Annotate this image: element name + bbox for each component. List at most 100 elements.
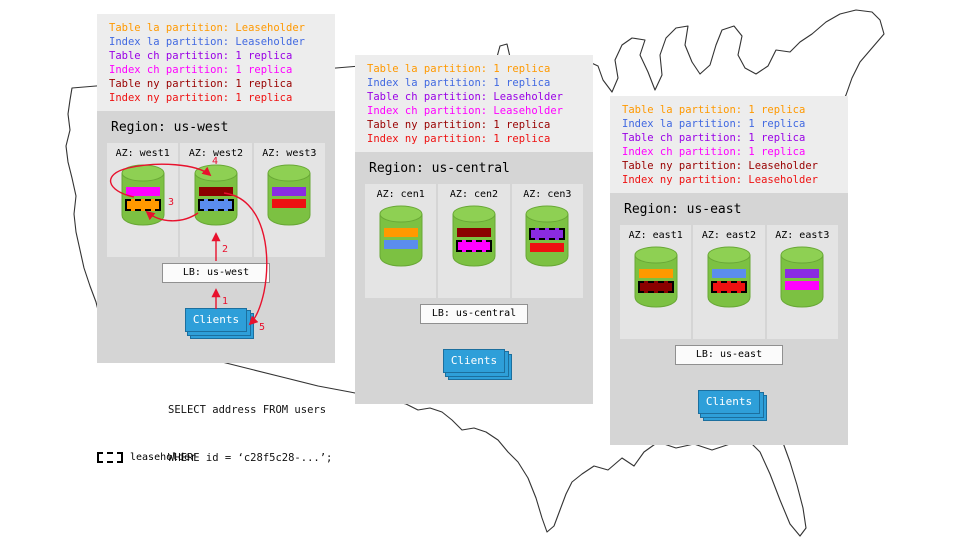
legend-line: Index ch partition: 1 replica xyxy=(622,146,806,158)
az-east3: AZ: east3 xyxy=(766,225,838,339)
sql-line-1: SELECT address FROM users xyxy=(168,404,327,416)
legend-line: Index la partition: 1 replica xyxy=(367,77,551,89)
sql-line-2: WHERE id = ‘c28f5c28-...’; xyxy=(168,452,333,464)
legend-line: Index la partition: 1 replica xyxy=(622,118,806,130)
partition-bars xyxy=(451,228,497,252)
legend-line: Index ch partition: 1 replica xyxy=(109,64,293,76)
az-label: AZ: east2 xyxy=(701,230,757,241)
region-panel-us-west: Region: us-west AZ: west1 AZ: west2 xyxy=(97,111,335,363)
partition-bar-replica xyxy=(198,187,233,196)
partition-bars xyxy=(524,228,570,252)
legend-line: Table la partition: 1 replica xyxy=(622,104,806,116)
leaseholder-dashed-swatch-icon xyxy=(97,452,123,463)
partition-bars xyxy=(633,269,679,293)
database-cylinder xyxy=(451,204,497,268)
partition-bar-replica xyxy=(383,240,418,249)
az-label: AZ: cen3 xyxy=(523,189,572,200)
leaseholder-key-label: leaseholder xyxy=(130,452,197,463)
partition-bar-replica xyxy=(785,269,820,278)
az-label: AZ: west2 xyxy=(188,148,244,159)
az-label: AZ: west1 xyxy=(115,148,170,159)
partition-bar-leaseholder xyxy=(124,199,161,211)
partition-bars xyxy=(378,228,424,249)
legend-line: Table ny partition: 1 replica xyxy=(109,78,293,90)
partition-bar-leaseholder xyxy=(710,281,747,293)
az-label: AZ: east3 xyxy=(775,230,830,241)
cylinder-icon xyxy=(525,205,569,267)
partition-bar-replica xyxy=(530,243,565,252)
partition-bar-replica xyxy=(125,187,160,196)
database-cylinder xyxy=(120,163,166,227)
legend-line: Table ch partition: Leaseholder xyxy=(367,91,563,103)
database-cylinder xyxy=(633,245,679,309)
partition-bars xyxy=(779,269,825,290)
partition-bar-replica xyxy=(383,228,418,237)
partition-bar-replica xyxy=(785,281,820,290)
partition-bar-replica xyxy=(456,228,491,237)
az-east2: AZ: east2 xyxy=(693,225,765,339)
legend-line: Table ny partition: 1 replica xyxy=(367,119,551,131)
partition-bars xyxy=(193,187,239,211)
legend-line: Index la partition: Leaseholder xyxy=(109,36,305,48)
region-us-central: Table la partition: 1 replica Index la p… xyxy=(355,55,593,404)
legend-line: Table ny partition: Leaseholder xyxy=(622,160,818,172)
load-balancer-us-west: LB: us-west xyxy=(162,263,270,283)
partition-legend-us-central: Table la partition: 1 replica Index la p… xyxy=(355,55,593,152)
partition-bars xyxy=(266,187,312,208)
partition-bars xyxy=(120,187,166,211)
clients-us-east: Clients xyxy=(698,390,760,414)
partition-legend-us-east: Table la partition: 1 replica Index la p… xyxy=(610,96,848,193)
legend-line: Table ch partition: 1 replica xyxy=(109,50,293,62)
database-cylinder xyxy=(378,204,424,268)
az-east1: AZ: east1 xyxy=(620,225,692,339)
leaseholder-key: leaseholder xyxy=(97,452,196,463)
partition-bar-replica xyxy=(711,269,746,278)
partition-bar-leaseholder xyxy=(197,199,234,211)
region-us-west: Table la partition: Leaseholder Index la… xyxy=(97,14,335,363)
legend-line: Index ny partition: Leaseholder xyxy=(622,174,818,186)
clients-us-west: Clients xyxy=(185,308,247,332)
region-us-east: Table la partition: 1 replica Index la p… xyxy=(610,96,848,445)
region-panel-us-central: Region: us-central AZ: cen1 AZ: cen2 xyxy=(355,152,593,404)
load-balancer-us-central: LB: us-central xyxy=(420,304,528,324)
clients-us-central: Clients xyxy=(443,349,505,373)
database-cylinder xyxy=(779,245,825,309)
database-cylinder xyxy=(266,163,312,227)
database-cylinder xyxy=(524,204,570,268)
az-west1: AZ: west1 xyxy=(107,143,179,257)
region-title: Region: us-west xyxy=(111,120,229,135)
load-balancer-us-east: LB: us-east xyxy=(675,345,783,365)
partition-bar-replica xyxy=(272,199,307,208)
az-label: AZ: cen1 xyxy=(376,189,425,200)
az-row: AZ: east1 AZ: east2 xyxy=(620,225,838,339)
az-label: AZ: cen2 xyxy=(449,189,499,200)
partition-bar-leaseholder xyxy=(637,281,674,293)
sql-query: SELECT address FROM users WHERE id = ‘c2… xyxy=(168,370,332,498)
az-cen1: AZ: cen1 xyxy=(365,184,437,298)
legend-line: Table la partition: Leaseholder xyxy=(109,22,305,34)
legend-line: Index ny partition: 1 replica xyxy=(109,92,293,104)
az-label: AZ: west3 xyxy=(262,148,317,159)
legend-line: Table la partition: 1 replica xyxy=(367,63,551,75)
partition-legend-us-west: Table la partition: Leaseholder Index la… xyxy=(97,14,335,111)
az-row: AZ: west1 AZ: west2 xyxy=(107,143,325,257)
az-west3: AZ: west3 xyxy=(253,143,325,257)
partition-bar-leaseholder xyxy=(455,240,492,252)
partition-bars xyxy=(706,269,752,293)
partition-bar-leaseholder xyxy=(529,228,566,240)
az-row: AZ: cen1 AZ: cen2 xyxy=(365,184,583,298)
legend-line: Index ny partition: 1 replica xyxy=(367,133,551,145)
partition-bar-replica xyxy=(638,269,673,278)
az-cen2: AZ: cen2 xyxy=(438,184,510,298)
az-label: AZ: east1 xyxy=(628,230,683,241)
legend-line: Table ch partition: 1 replica xyxy=(622,132,806,144)
region-title: Region: us-east xyxy=(624,202,742,217)
region-panel-us-east: Region: us-east AZ: east1 AZ: east2 xyxy=(610,193,848,445)
database-cylinder xyxy=(706,245,752,309)
az-west2: AZ: west2 xyxy=(180,143,252,257)
legend-line: Index ch partition: Leaseholder xyxy=(367,105,563,117)
az-cen3: AZ: cen3 xyxy=(511,184,583,298)
region-title: Region: us-central xyxy=(369,161,510,176)
database-cylinder xyxy=(193,163,239,227)
